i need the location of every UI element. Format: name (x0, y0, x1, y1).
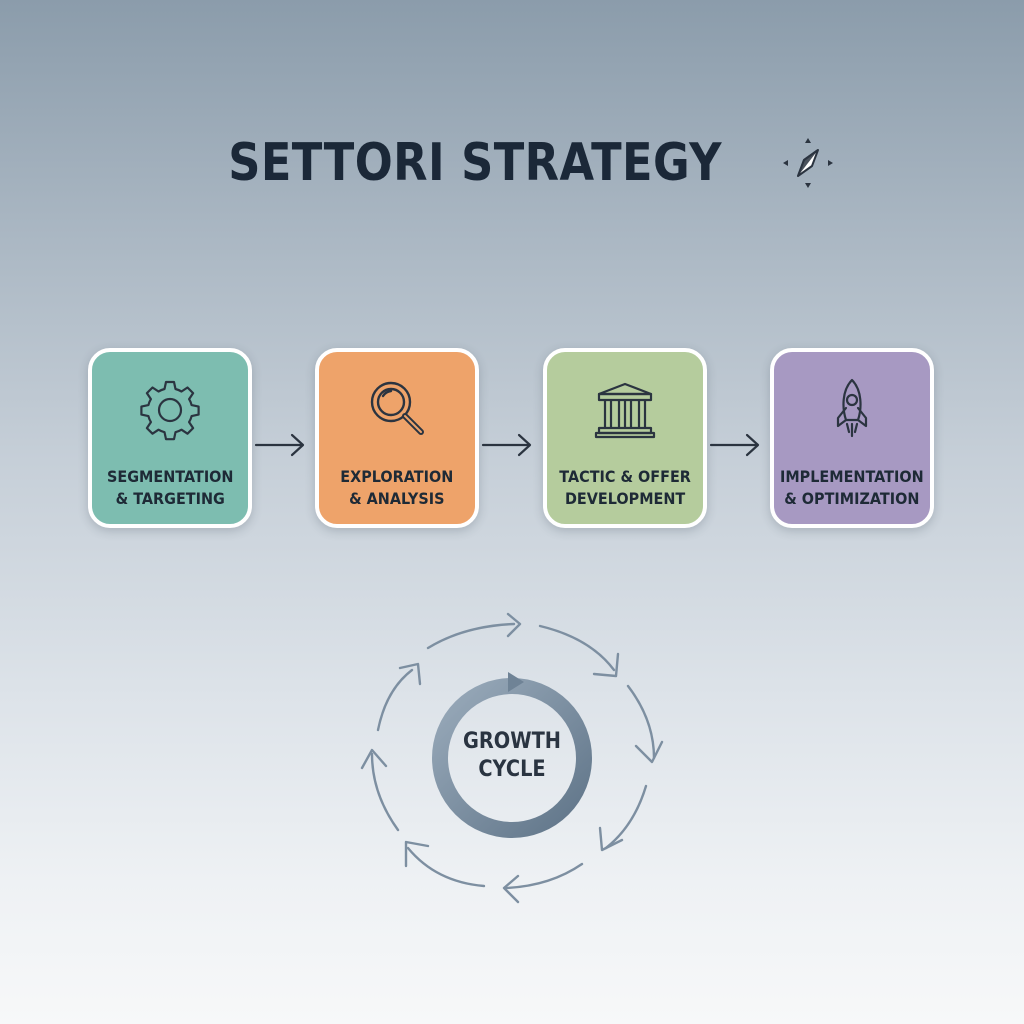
page-title: SETTORI STRATEGY (228, 133, 722, 193)
step-label: SEGMENTATION & TARGETING (107, 466, 233, 510)
step-label: TACTIC & OFFER DEVELOPMENT (559, 466, 691, 510)
step-label-line-2: & ANALYSIS (349, 489, 445, 508)
cycle-arrow-right (626, 684, 656, 760)
institution-icon (594, 382, 656, 439)
cycle-arrow-left (370, 752, 400, 832)
step-label: EXPLORATION & ANALYSIS (340, 466, 453, 510)
title-row: SETTORI STRATEGY (0, 128, 1024, 198)
growth-cycle-ring-arrowhead (508, 672, 524, 692)
cycle-arrow-top-right-head (592, 652, 620, 678)
cycle-arrow-bottom-right (604, 784, 648, 850)
cycle-arrow-bottom-right-head (598, 826, 624, 852)
step-label-line-2: & TARGETING (115, 489, 225, 508)
gear-icon (140, 380, 200, 441)
step-label-line-1: IMPLEMENTATION (780, 467, 924, 486)
step-label-line-1: SEGMENTATION (106, 467, 234, 486)
cycle-arrow-top (426, 622, 516, 650)
step-tactic-offer-development: TACTIC & OFFER DEVELOPMENT (543, 348, 707, 528)
step-label: IMPLEMENTATION & OPTIMIZATION (780, 466, 924, 510)
cycle-arrow-left-head (360, 748, 388, 770)
cycle-arrow-top-right (538, 624, 616, 672)
cycle-arrow-top-head (506, 612, 522, 638)
rocket-icon (836, 378, 868, 438)
cycle-arrow-bottom-left-head (404, 840, 430, 868)
cycle-arrow-right-head (634, 740, 664, 764)
magnifier-icon (370, 381, 424, 435)
growth-cycle-label-line-1: GROWTH (462, 729, 562, 754)
flow-arrow-1 (254, 433, 305, 457)
cycle-arrow-bottom-head (502, 874, 520, 904)
growth-cycle-diagram (360, 612, 664, 904)
step-label-line-1: EXPLORATION (340, 467, 454, 486)
cycle-arrow-top-left-head (398, 662, 422, 686)
cycle-arrow-bottom (504, 862, 584, 890)
step-implementation-optimization: IMPLEMENTATION & OPTIMIZATION (770, 348, 934, 528)
step-label-line-2: DEVELOPMENT (564, 489, 686, 508)
step-segmentation-targeting: SEGMENTATION & TARGETING (88, 348, 252, 528)
cycle-arrow-bottom-left (406, 846, 486, 888)
cycle-arrow-top-left (376, 668, 414, 732)
compass-icon (783, 138, 834, 188)
growth-cycle-label: GROWTH CYCLE (442, 728, 583, 784)
step-exploration-analysis: EXPLORATION & ANALYSIS (315, 348, 479, 528)
step-label-line-2: & OPTIMIZATION (784, 489, 920, 508)
flow-arrow-2 (481, 433, 532, 457)
flow-arrow-3 (709, 433, 760, 457)
growth-cycle-label-line-2: CYCLE (478, 757, 546, 782)
step-label-line-1: TACTIC & OFFER (559, 467, 691, 486)
